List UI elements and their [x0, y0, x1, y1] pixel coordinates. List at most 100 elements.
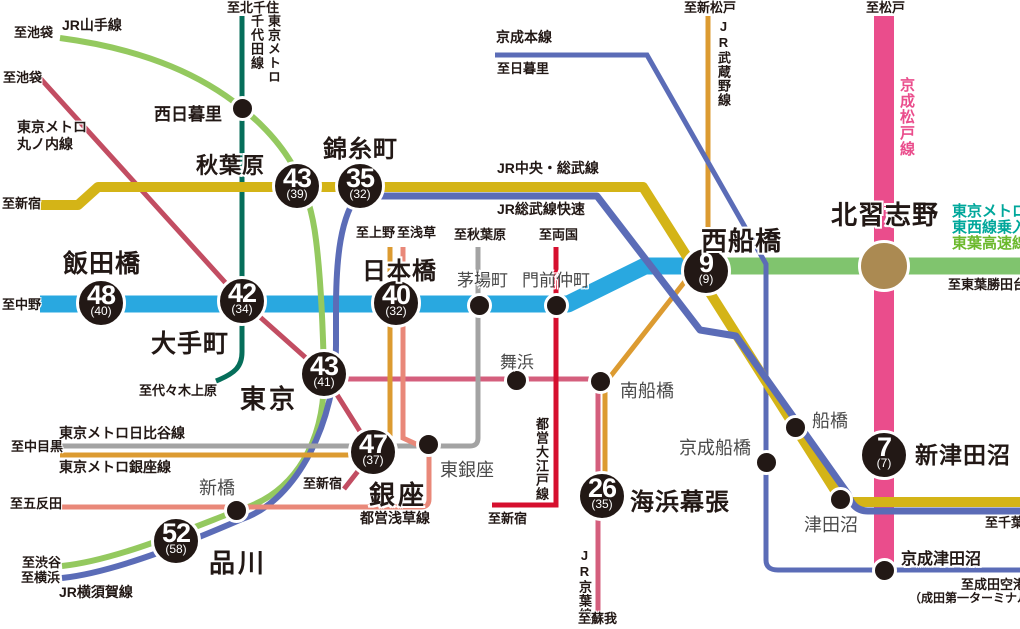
musashino-line-path — [602, 16, 711, 472]
time-value: 47 — [358, 429, 388, 459]
time-local: (41) — [313, 375, 335, 389]
time-local: (39) — [286, 187, 308, 201]
edge-label-chiba: 至千葉 — [985, 515, 1020, 530]
edge-label-narita-2: （成田第一ターミナル） — [909, 591, 1020, 605]
station-label-funabashi: 船橋 — [812, 411, 848, 431]
station-dot-nishi-nippori — [230, 96, 255, 121]
edge-label-ryogoku: 至両国 — [539, 227, 579, 242]
line-label-asakusa: 都営浅草線 — [360, 510, 430, 526]
time-circle-nishi-funabashi: 9 (9) — [681, 246, 731, 296]
line-label-keisei-main: 京成本線 — [496, 29, 552, 45]
line-label-chuo-sobu: JR中央・総武線 — [497, 160, 599, 176]
station-label-shinagawa: 品川 — [209, 548, 268, 578]
time-local: (58) — [165, 542, 187, 556]
station-dot-keisei-funabashi — [754, 450, 779, 475]
time-circle-nihombashi: 40 (32) — [371, 278, 421, 328]
time-local: (9) — [698, 272, 714, 286]
station-label-ginza: 銀座 — [369, 480, 428, 510]
time-local: (32) — [349, 187, 371, 201]
line-label-tozai-2: 東西線乗入 — [952, 219, 1020, 236]
station-dot-kayabacho — [467, 293, 492, 318]
time-circle-tokyo: 43 (41) — [299, 349, 349, 399]
edge-label-shinjuku-oedo: 至新宿 — [488, 511, 528, 526]
edge-label-nippori: 至日暮里 — [497, 61, 550, 76]
station-label-kaihin-makuhari: 海浜幕張 — [630, 489, 730, 516]
station-label-shin-tsudanuma: 新津田沼 — [915, 442, 1011, 468]
station-label-otemachi: 大手町 — [151, 330, 230, 358]
station-label-iidabashi: 飯田橋 — [63, 250, 142, 278]
station-label-higashi-ginza: 東銀座 — [440, 460, 494, 480]
time-value: 43 — [282, 163, 312, 193]
station-label-tokyo: 東京 — [240, 384, 299, 414]
station-dot-funabashi — [783, 415, 808, 440]
station-circle-kita-narashino — [858, 240, 910, 292]
edge-label-gotanda: 至五反田 — [10, 496, 63, 511]
time-circle-kaihin-makuhari: 26 (35) — [577, 471, 627, 521]
time-local: (37) — [362, 453, 384, 467]
station-dot-maihama — [504, 368, 529, 393]
station-label-kinshicho: 錦糸町 — [323, 136, 398, 163]
edge-label-yoyogi-uehara: 至代々木上原 — [139, 383, 218, 398]
edge-label-shinjuku-marunouchi: 至新宿 — [303, 476, 343, 491]
time-value: 42 — [227, 278, 257, 308]
time-circle-otemachi: 42 (34) — [217, 276, 267, 326]
line-label-yamanote: JR山手線 — [62, 17, 122, 33]
edge-label-toyo-katsutadai: 至東葉勝田台 — [948, 277, 1020, 292]
edge-label-shibuya: 至渋谷 — [22, 555, 62, 570]
station-label-shimbashi: 新橋 — [199, 478, 235, 498]
line-label-yokosuka: JR横須賀線 — [59, 584, 133, 600]
line-label-musashino: JR武蔵野線 — [716, 19, 731, 107]
time-local: (32) — [385, 304, 407, 318]
time-circle-shinagawa: 52 (58) — [151, 516, 201, 566]
edge-label-narita-1: 至成田空港 — [961, 577, 1020, 592]
time-local: (40) — [90, 304, 112, 318]
tozai-line-path — [40, 257, 712, 313]
line-label-toyo: 東葉高速線 — [952, 235, 1020, 252]
station-dot-keisei-tsudanuma — [872, 558, 897, 583]
station-label-minami-funabashi: 南船橋 — [620, 381, 674, 401]
line-label-chiyoda-1: 東京メトロ — [266, 14, 281, 84]
station-label-tsudanuma: 津田沼 — [804, 515, 858, 535]
station-label-nishi-funabashi: 西船橋 — [701, 226, 783, 256]
time-local: (35) — [591, 497, 613, 511]
station-label-keisei-tsudanuma: 京成津田沼 — [901, 551, 982, 568]
edge-label-shinjuku-chuo: 至新宿 — [2, 196, 42, 211]
line-label-oedo: 都営大江戸線 — [534, 417, 549, 501]
time-value: 48 — [86, 280, 116, 310]
time-value: 35 — [345, 163, 375, 193]
line-label-tozai-1: 東京メトロ — [952, 203, 1020, 220]
time-value: 52 — [161, 518, 191, 548]
line-label-keisei-matsudo: 京成松戸線 — [898, 77, 915, 157]
station-label-nihombashi: 日本橋 — [362, 258, 437, 285]
station-label-monzen-nakacho: 門前仲町 — [522, 271, 590, 290]
edge-label-shin-matsudo: 至新松戸 — [684, 0, 737, 15]
edge-label-matsudo: 至松戸 — [866, 0, 906, 15]
edge-label-ikebukuro-marunouchi: 至池袋 — [3, 70, 43, 85]
time-circle-ginza: 47 (37) — [348, 427, 398, 477]
line-label-hibiya: 東京メトロ日比谷線 — [59, 425, 185, 441]
yamanote-line-path — [59, 35, 328, 569]
time-local: (7) — [876, 456, 892, 470]
time-value: 43 — [309, 351, 339, 381]
time-circle-iidabashi: 48 (40) — [76, 278, 126, 328]
oedo-line-path — [492, 247, 559, 508]
time-circle-kinshicho: 35 (32) — [335, 161, 385, 211]
station-label-akihabara: 秋葉原 — [196, 153, 266, 178]
edge-label-ikebukuro-yamanote: 至池袋 — [14, 25, 54, 40]
station-label-nishi-nippori: 西日暮里 — [154, 105, 222, 124]
edge-label-naka-meguro: 至中目黒 — [11, 439, 64, 454]
line-label-chiyoda-2: 千代田線 — [249, 14, 264, 70]
station-dot-shimbashi — [224, 498, 249, 523]
line-label-sobu-rapid: JR総武線快速 — [497, 201, 585, 217]
time-circle-akihabara: 43 (39) — [272, 161, 322, 211]
edge-label-asakusa: 至浅草 — [397, 225, 437, 240]
time-value: 9 — [698, 248, 714, 278]
edge-label-soga: 至蘇我 — [578, 611, 618, 626]
time-value: 7 — [876, 432, 892, 462]
station-dot-tsudanuma — [828, 487, 853, 512]
station-dot-monzen-nakacho — [544, 293, 569, 318]
edge-label-yokohama: 至横浜 — [21, 570, 61, 585]
station-label-keisei-funabashi: 京成船橋 — [679, 438, 751, 458]
line-label-marunouchi-2: 丸ノ内線 — [17, 136, 73, 152]
